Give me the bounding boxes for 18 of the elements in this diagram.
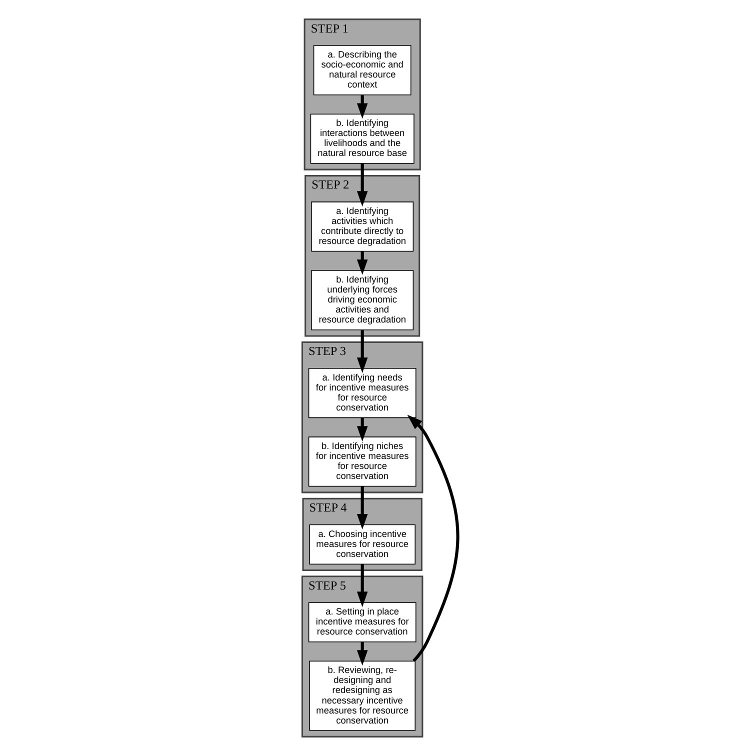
- arrow: [356, 164, 368, 207]
- arrow: [356, 251, 368, 275]
- node-box: b. Reviewing, re-designing and redesigning as necessary incentive measures for resource conservation: [309, 660, 416, 731]
- arrow: [356, 564, 368, 608]
- node-box: b. Identifying interactions between livelihoods and the natural resource base: [310, 114, 414, 164]
- node-box: a. Choosing incentive measures for resource conservation: [309, 524, 416, 564]
- node-box: a. Describing the socio-economic and natural resource context: [313, 45, 412, 96]
- node-box: a. Identifying needs for incentive measures for resource conservation: [308, 368, 416, 418]
- arrow: [356, 642, 368, 666]
- arrow: [356, 418, 368, 442]
- arrow: [356, 330, 368, 373]
- arrow: [356, 486, 368, 530]
- arrow: [407, 414, 460, 662]
- node-box: b. Identifying underlying forces driving economic activities and resource degradation: [311, 270, 414, 330]
- node-box: a. Identifying activities which contribute directly to resource degradation: [311, 202, 414, 252]
- node-box: a. Setting in place incentive measures for resource conservation: [308, 602, 416, 642]
- node-box: b. Identifying niches for incentive measures for resource conservation: [308, 436, 416, 487]
- arrow: [356, 95, 368, 119]
